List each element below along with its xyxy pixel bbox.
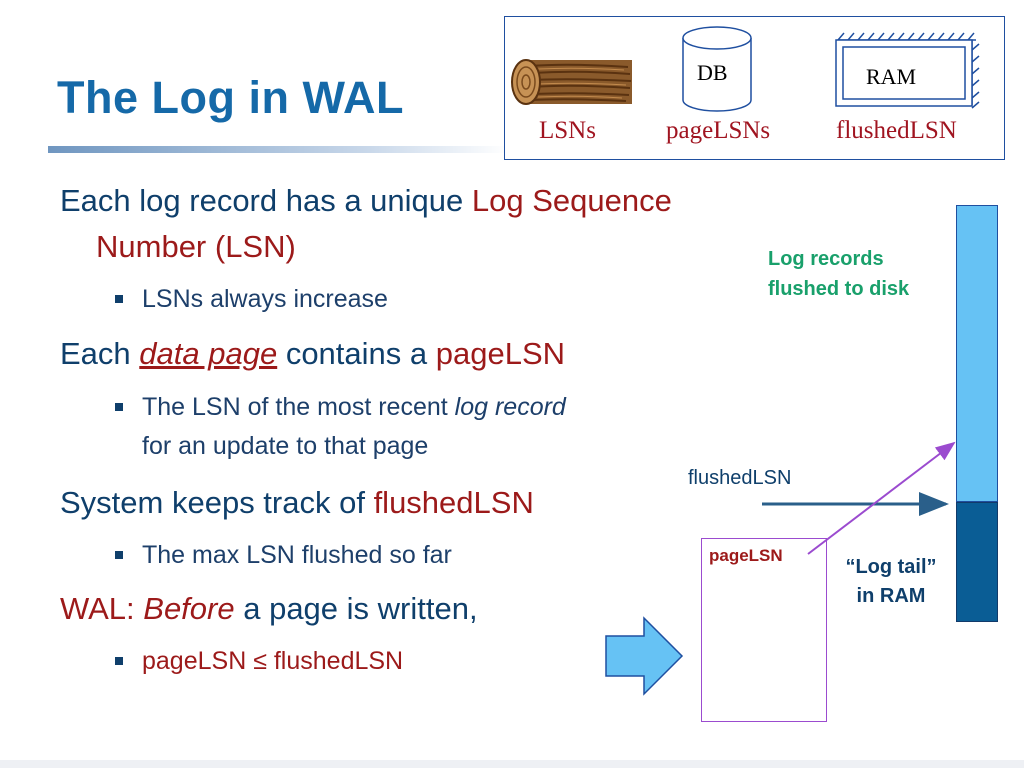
- bullet-text: System keeps track of: [60, 485, 374, 520]
- block-arrow-icon: [605, 616, 684, 696]
- log-tail-region: [956, 502, 998, 622]
- highlight-term: data page: [139, 336, 278, 371]
- bullet-text: contains a: [277, 336, 436, 371]
- bullet-text: Each log record has a unique: [60, 183, 472, 218]
- log-records-note-line2: flushed to disk: [768, 278, 910, 300]
- highlight-term: flushedLSN: [373, 485, 534, 520]
- pagelsn-arrow: [807, 441, 956, 555]
- bullet-system-tracks: System keeps track of flushedLSN: [60, 485, 534, 521]
- flushedlsn-pointer-label: flushedLSN: [688, 467, 792, 489]
- highlight-term: pageLSN: [435, 336, 566, 371]
- ram-icon: [835, 32, 980, 109]
- sub-bullet-wal-inequality: pageLSN ≤ flushedLSN: [142, 647, 404, 675]
- db-label: DB: [697, 60, 728, 85]
- sub-bullet-marker: [115, 551, 123, 559]
- slide-title: The Log in WAL: [57, 72, 404, 123]
- log-records-note-line1: Log records: [768, 248, 884, 270]
- sub-bullet-lsn-recent-cont: for an update to that page: [142, 432, 429, 460]
- log-flushed-region: [956, 205, 998, 502]
- bullet-text: The LSN of the most recent: [142, 393, 455, 421]
- italic-term: log record: [454, 393, 566, 421]
- sub-bullet-max-lsn: The max LSN flushed so far: [142, 541, 452, 569]
- bullet-wal-rule: WAL: Before a page is written,: [60, 591, 478, 627]
- sub-bullet-marker: [115, 403, 123, 411]
- title-underline: [48, 146, 508, 153]
- highlight-term: Log Sequence: [471, 183, 672, 218]
- log-icon: [511, 59, 632, 105]
- footer-bar: [0, 760, 1024, 768]
- bullet-text: Each: [60, 336, 140, 371]
- bullet-log-record-cont: Number (LSN): [96, 229, 296, 264]
- sub-bullet-lsn-recent: The LSN of the most recent log record: [142, 393, 566, 422]
- page-lsn-label: pageLSN: [709, 546, 783, 565]
- italic-term: Before: [143, 591, 235, 626]
- highlight-term: WAL:: [60, 591, 144, 626]
- legend-lsns: LSNs: [539, 117, 596, 144]
- ram-label: RAM: [866, 64, 917, 89]
- sub-bullet-marker: [115, 657, 123, 665]
- legend-flushedlsn: flushedLSN: [836, 117, 957, 144]
- legend-pagelsns: pageLSNs: [666, 117, 771, 144]
- bullet-data-page: Each data page contains a pageLSN: [60, 336, 565, 372]
- sub-bullet-lsns-increase: LSNs always increase: [142, 285, 388, 313]
- bullet-log-record: Each log record has a unique Log Sequenc…: [60, 183, 672, 219]
- data-page-box: [701, 538, 827, 722]
- log-tail-label-line2: in RAM: [856, 585, 926, 607]
- log-tail-label-line1: “Log tail”: [845, 556, 937, 578]
- sub-bullet-marker: [115, 295, 123, 303]
- bullet-text: a page is written,: [234, 591, 478, 626]
- database-icon: [682, 26, 752, 112]
